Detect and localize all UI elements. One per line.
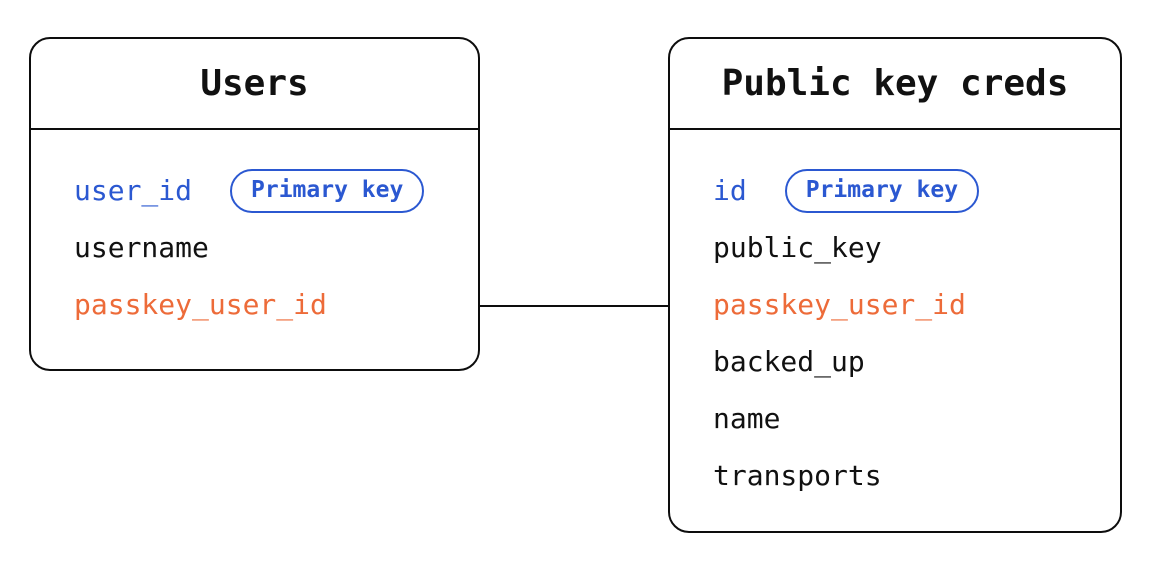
table-users-body: user_id Primary key username passkey_use… [31,130,478,333]
field-row: passkey_user_id [713,276,1120,333]
primary-key-badge: Primary key [230,168,425,213]
field-name-transports: transports [713,459,882,492]
primary-key-badge: Primary key [784,168,980,213]
table-public-key-creds-header: Public key creds [670,39,1120,130]
field-name-id: id [713,174,747,207]
field-row: name [713,390,1120,447]
table-public-key-creds-body: id Primary key public_key passkey_user_i… [670,130,1120,504]
field-row: passkey_user_id [74,276,478,333]
table-public-key-creds-title: Public key creds [721,63,1069,104]
field-row: transports [713,447,1120,504]
field-name-backed-up: backed_up [713,345,865,378]
field-row: user_id Primary key [74,162,478,219]
field-name-public-key: public_key [713,231,882,264]
field-name-name: name [713,402,781,435]
field-name-user-id: user_id [74,174,193,207]
field-row: backed_up [713,333,1120,390]
field-row: id Primary key [713,162,1120,219]
field-row: public_key [713,219,1120,276]
field-name-passkey-user-id: passkey_user_id [713,288,966,321]
field-row: username [74,219,478,276]
table-public-key-creds: Public key creds id Primary key public_k… [668,37,1122,533]
table-users: Users user_id Primary key username passk… [29,37,480,371]
relationship-line-passkey-user-id [480,305,668,307]
table-users-title: Users [200,63,309,104]
field-name-passkey-user-id: passkey_user_id [74,288,327,321]
table-users-header: Users [31,39,478,130]
field-name-username: username [74,231,209,264]
